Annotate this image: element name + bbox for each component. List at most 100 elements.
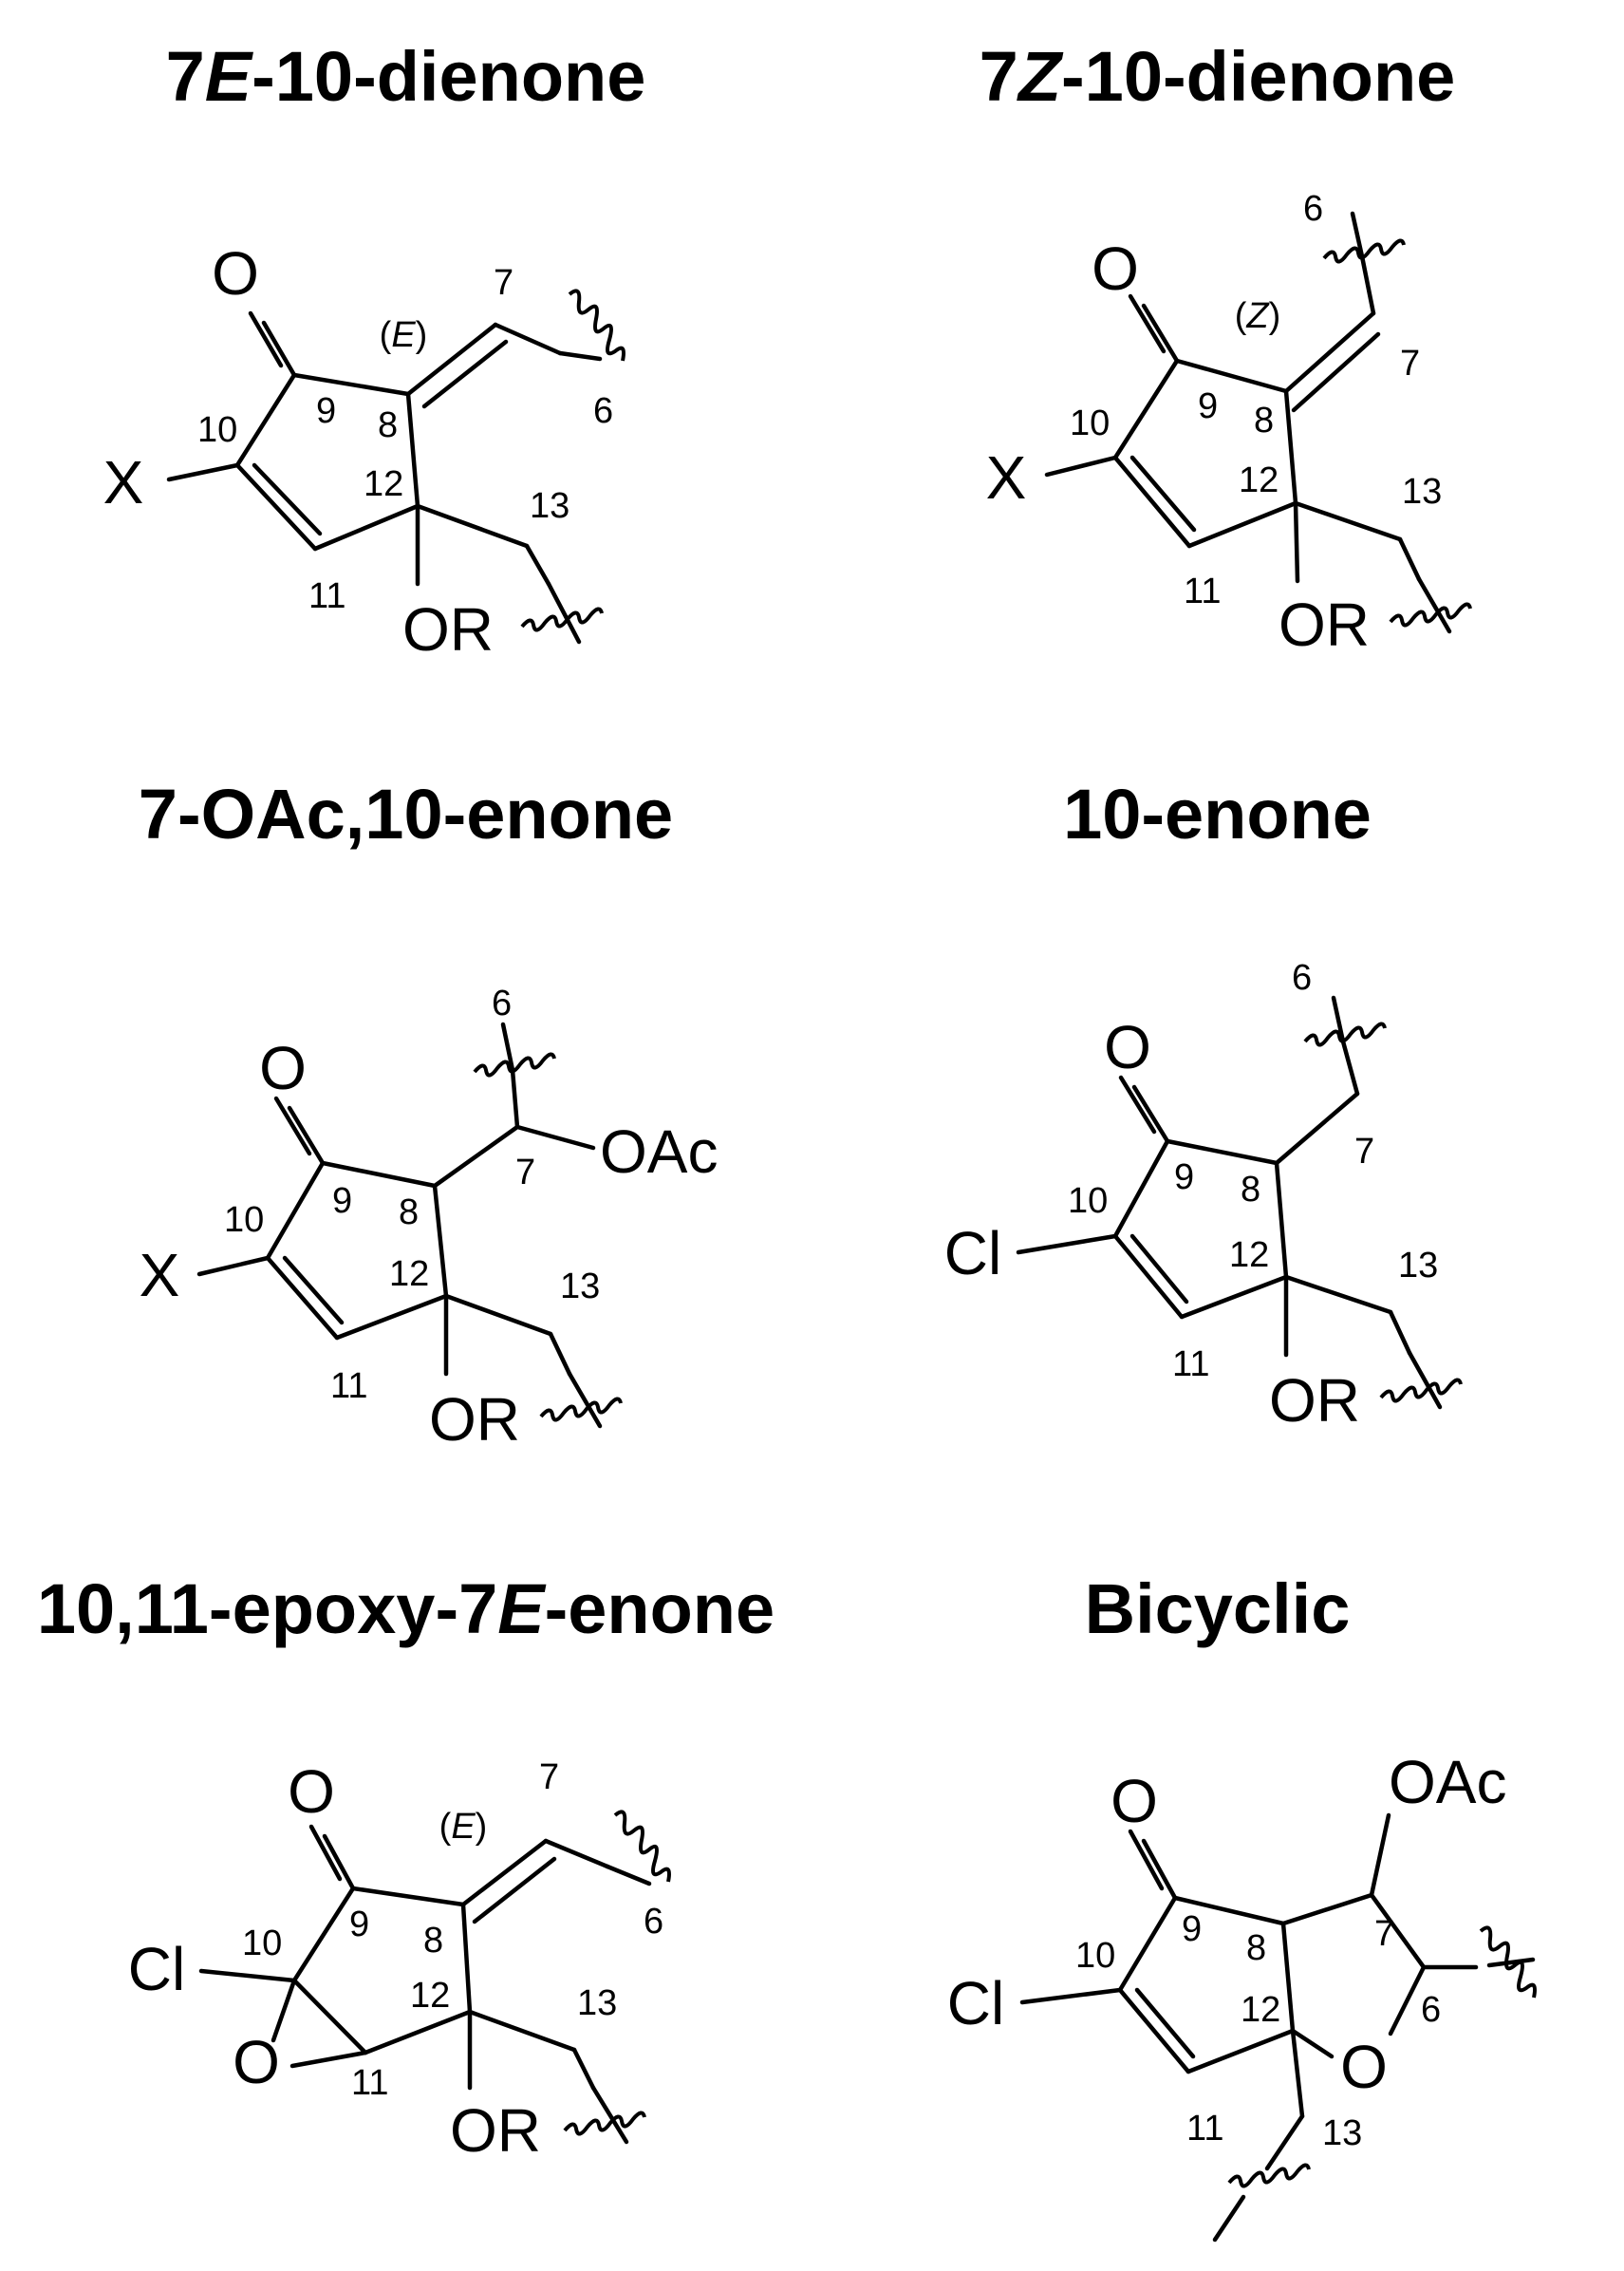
locant-7: 7 xyxy=(1374,1914,1394,1954)
locant-13: 13 xyxy=(577,1983,617,2023)
acetate-group: OAc xyxy=(1389,1748,1506,1816)
bonds xyxy=(166,310,563,587)
title-italic: E xyxy=(497,1569,545,1648)
locant-9: 9 xyxy=(316,391,336,431)
locant-9: 9 xyxy=(1174,1157,1194,1197)
panel-title: 10-enone xyxy=(812,774,1623,854)
cl-substituent: Cl xyxy=(944,1219,1001,1287)
locant-12: 12 xyxy=(389,1254,429,1294)
title-prefix: 10,11-epoxy-7 xyxy=(36,1569,498,1648)
title-suffix: -10-dienone xyxy=(252,37,646,116)
locant-8: 8 xyxy=(378,405,398,445)
locant-12: 12 xyxy=(410,1976,450,2016)
title-prefix: 7 xyxy=(165,37,205,116)
panel-10-11-epoxy-7e-enone: 10,11-epoxy-7E-enone O Cl O OR ( xyxy=(0,1513,812,2270)
or-group: OR xyxy=(402,595,494,664)
locant-6: 6 xyxy=(593,391,613,431)
ring-oxygen: O xyxy=(1340,2033,1388,2101)
locant-7: 7 xyxy=(494,263,513,303)
or-group: OR xyxy=(450,2096,541,2165)
locant-7: 7 xyxy=(539,1757,559,1797)
locant-13: 13 xyxy=(1398,1246,1438,1286)
attachment-c13 xyxy=(520,607,604,632)
locant-12: 12 xyxy=(1229,1235,1269,1275)
structure-10-enone: O Cl OR 6 7 9 8 10 12 13 11 xyxy=(944,958,1463,1435)
panel-title: 7-OAc,10-enone xyxy=(0,774,812,854)
cl-substituent: Cl xyxy=(128,1935,185,2003)
attachment-c6 xyxy=(1322,238,1406,264)
panel-10-enone: 10-enone O Cl OR 6 7 9 8 10 12 xyxy=(812,757,1623,1513)
attachment-c13 xyxy=(1389,602,1472,628)
locant-7: 7 xyxy=(1354,1132,1374,1172)
stereo-label: (E) xyxy=(439,1807,488,1847)
locant-12: 12 xyxy=(1241,1990,1280,2030)
locant-10: 10 xyxy=(197,410,237,450)
locant-13: 13 xyxy=(1322,2113,1362,2153)
locant-12: 12 xyxy=(1239,460,1279,500)
locant-13: 13 xyxy=(1402,472,1442,512)
title-suffix: -10-dienone xyxy=(1061,37,1456,116)
panel-title: 7Z-10-dienone xyxy=(812,36,1623,117)
locant-7: 7 xyxy=(515,1153,535,1192)
attachment-c13 xyxy=(563,2111,646,2136)
structure-bicyclic: O Cl O OAc 7 6 9 8 10 12 13 11 xyxy=(947,1748,1537,2243)
locant-8: 8 xyxy=(1241,1170,1260,1210)
or-group: OR xyxy=(1279,591,1370,659)
attachment-c6 xyxy=(473,1052,556,1078)
title-italic: E xyxy=(204,37,252,116)
title-suffix: -enone xyxy=(544,1569,775,1648)
attachment-c6 xyxy=(613,1810,671,1883)
panel-7e-10-dienone: 7E-10-dienone O X OR (E) 7 6 9 xyxy=(0,0,812,757)
attachment-c6 xyxy=(1479,1925,1537,1999)
structure-7e-10-dienone: O X OR (E) 7 6 9 8 10 12 13 11 xyxy=(103,239,625,664)
title-text: Bicyclic xyxy=(1084,1569,1351,1648)
ketone-oxygen: O xyxy=(1104,1013,1151,1081)
locant-7: 7 xyxy=(1400,344,1420,384)
locant-11: 11 xyxy=(1172,1344,1209,1384)
bonds xyxy=(196,1067,596,1377)
locant-6: 6 xyxy=(1421,1990,1441,2030)
locant-6: 6 xyxy=(1292,958,1312,998)
locant-10: 10 xyxy=(1068,1181,1108,1221)
locant-8: 8 xyxy=(399,1192,419,1232)
locant-10: 10 xyxy=(242,1924,282,1963)
locant-12: 12 xyxy=(364,464,403,504)
locant-9: 9 xyxy=(332,1181,352,1221)
locant-9: 9 xyxy=(349,1905,369,1944)
bonds xyxy=(1019,1812,1479,2171)
x-substituent: X xyxy=(103,448,144,516)
locant-8: 8 xyxy=(423,1921,443,1961)
panel-title: 7E-10-dienone xyxy=(0,36,812,117)
or-group: OR xyxy=(1269,1366,1360,1435)
locant-6: 6 xyxy=(644,1902,663,1942)
ketone-oxygen: O xyxy=(1111,1767,1158,1835)
stereo-label: (Z) xyxy=(1235,296,1281,336)
locant-10: 10 xyxy=(1070,404,1110,443)
acetate-group: OAc xyxy=(600,1117,718,1186)
or-group: OR xyxy=(429,1385,520,1454)
locant-8: 8 xyxy=(1254,401,1274,441)
x-substituent: X xyxy=(140,1241,180,1309)
panel-7-oac-10-enone: 7-OAc,10-enone O X OR OAc 6 7 9 xyxy=(0,757,812,1513)
panel-7z-10-dienone: 7Z-10-dienone O X OR (Z) 6 7 9 xyxy=(812,0,1623,757)
title-prefix: 7 xyxy=(979,37,1018,116)
locant-10: 10 xyxy=(1075,1936,1115,1976)
locant-13: 13 xyxy=(530,486,569,526)
locant-8: 8 xyxy=(1246,1928,1266,1968)
title-text: 7-OAc,10-enone xyxy=(138,775,674,854)
structure-7-oac-10-enone: O X OR OAc 6 7 9 8 10 12 13 11 xyxy=(140,984,719,1454)
bonds xyxy=(1016,1039,1412,1358)
locant-9: 9 xyxy=(1182,1909,1202,1949)
attachment-c13 xyxy=(539,1397,623,1422)
locant-9: 9 xyxy=(1198,386,1218,426)
locant-11: 11 xyxy=(1186,2109,1223,2149)
locant-13: 13 xyxy=(560,1267,600,1306)
locant-11: 11 xyxy=(308,576,345,616)
panel-title: Bicyclic xyxy=(812,1568,1623,1649)
panel-title: 10,11-epoxy-7E-enone xyxy=(0,1568,812,1649)
title-italic: Z xyxy=(1017,37,1062,116)
attachment-c13 xyxy=(1227,2163,1311,2188)
locant-6: 6 xyxy=(492,984,512,1023)
attachment-c13 xyxy=(1379,1378,1463,1403)
ketone-oxygen: O xyxy=(288,1757,335,1826)
